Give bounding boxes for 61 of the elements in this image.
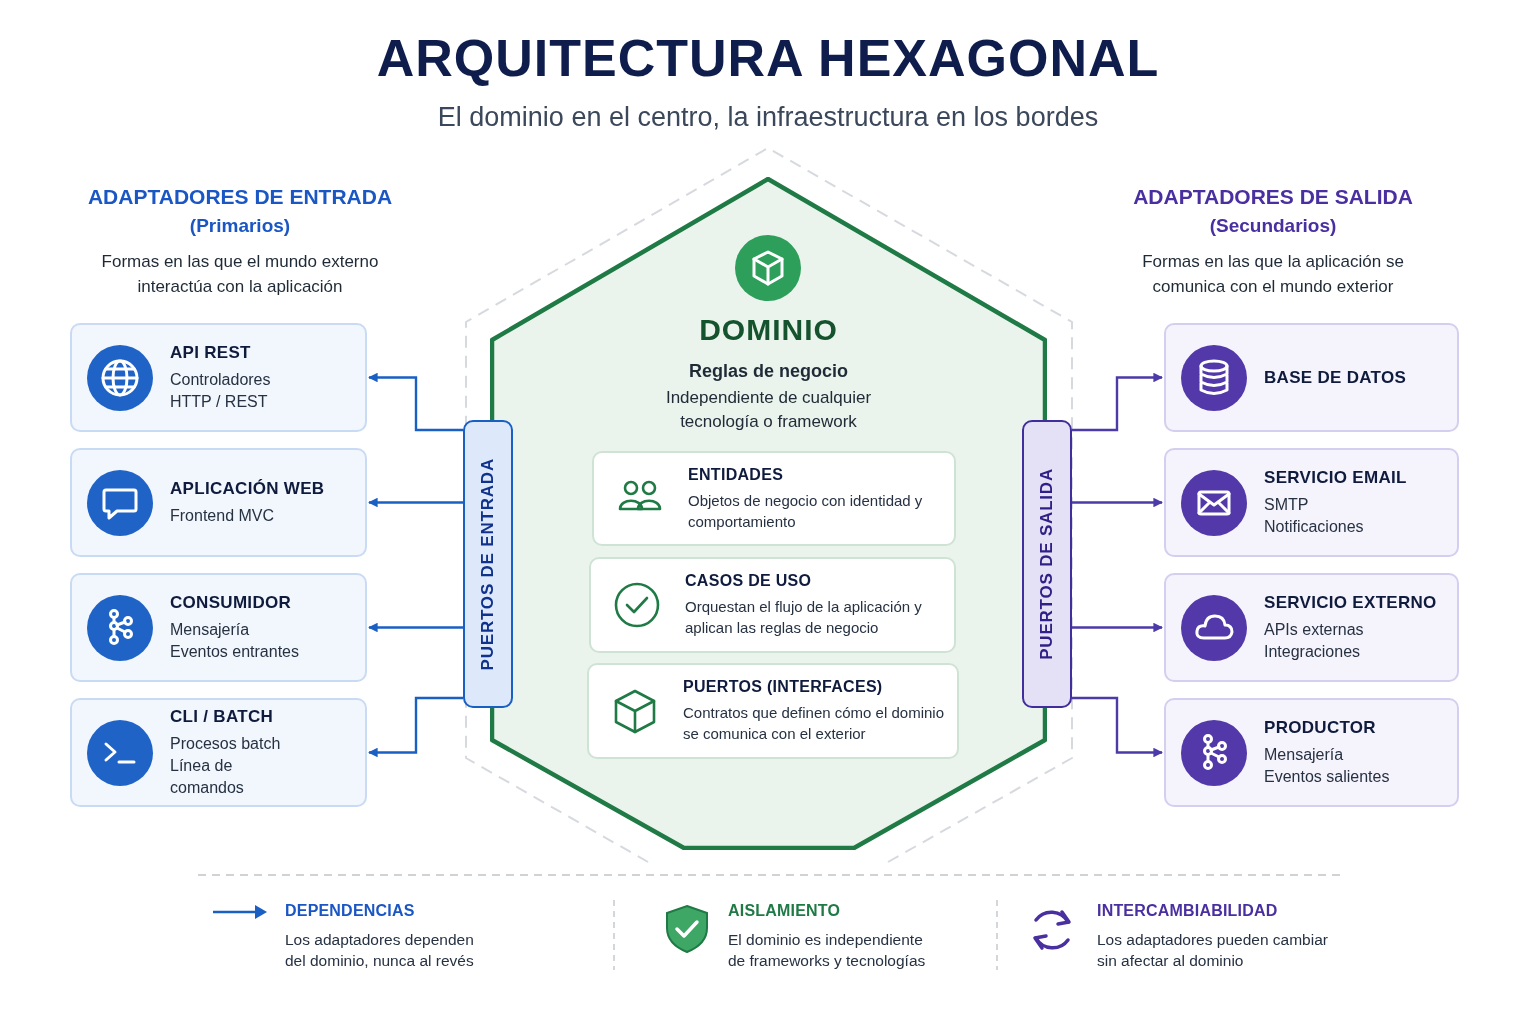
adapter-card — [1164, 698, 1459, 807]
card-title: SERVICIO EXTERNO — [1264, 592, 1438, 613]
card-title: CASOS DE USO — [685, 572, 813, 590]
card-title: PUERTOS (INTERFACES) — [683, 678, 884, 696]
adapter-card — [1164, 323, 1459, 432]
card-title: API REST — [170, 342, 252, 363]
card-title: APLICACIÓN WEB — [170, 478, 326, 499]
legend-label: AISLAMIENTO — [728, 902, 841, 920]
section-subheading: (Primarios) — [188, 215, 292, 237]
port-bar — [1022, 420, 1072, 708]
legend-description: Los adaptadores dependen del dominio, nunca al revés — [285, 930, 475, 971]
adapter-card — [1164, 573, 1459, 682]
card-title: PRODUCTOR — [1264, 717, 1377, 738]
adapter-card — [70, 573, 367, 682]
component-card — [587, 663, 959, 759]
section-heading: ADAPTADORES DE SALIDA — [1132, 185, 1414, 209]
legend-description: Los adaptadores pueden cambiar sin afectar al dominio — [1097, 930, 1329, 971]
node-description: Independiente de cualquier tecnología o framework — [664, 387, 873, 433]
adapter-card — [1164, 448, 1459, 557]
adapter-card — [70, 448, 367, 557]
card-description: Mensajería Eventos entrantes — [170, 619, 300, 662]
port-bar — [463, 420, 513, 708]
adapter-card — [70, 323, 367, 432]
card-title: SERVICIO EMAIL — [1264, 467, 1408, 488]
card-description: Contratos que definen cómo el dominio se comunica con el exterior — [683, 703, 945, 744]
section-heading: ADAPTADORES DE ENTRADA — [86, 185, 394, 209]
port-label: PUERTOS DE ENTRADA — [478, 457, 498, 671]
arrow — [1072, 622, 1163, 633]
arrow — [1072, 372, 1163, 432]
arrow — [1072, 696, 1163, 758]
card-description: Controladores HTTP / REST — [170, 369, 272, 412]
arrow — [1072, 497, 1163, 508]
adapter-card — [70, 698, 367, 807]
component-card — [589, 557, 956, 653]
legend-label: INTERCAMBIABILIDAD — [1097, 902, 1278, 920]
card-description: Frontend MVC — [170, 505, 276, 526]
card-description: Objetos de negocio con identidad y comportamiento — [688, 490, 924, 532]
port-label: PUERTOS DE SALIDA — [1037, 468, 1057, 660]
arrow — [368, 696, 463, 758]
card-title: BASE DE DATOS — [1264, 367, 1408, 388]
section-description: Formas en las que la aplicación se comunica con el mundo exterior — [1141, 251, 1405, 298]
arrow — [368, 497, 463, 508]
card-description: APIs externas Integraciones — [1264, 619, 1365, 662]
card-description: Procesos batch Línea de comandos — [170, 733, 282, 798]
arrow — [368, 622, 463, 633]
section-subheading: (Secundarios) — [1208, 215, 1338, 237]
arrow — [368, 372, 463, 432]
card-description: SMTP Notificaciones — [1264, 494, 1365, 537]
card-description: Mensajería Eventos salientes — [1264, 744, 1391, 787]
card-title: ENTIDADES — [688, 465, 785, 484]
card-description: Orquestan el flujo de la aplicación y aplican las reglas de negocio — [685, 597, 923, 638]
section-description: Formas en las que el mundo externo interactúa con la aplicación — [100, 251, 380, 298]
card-title: CLI / BATCH — [170, 706, 275, 727]
title: ARQUITECTURA HEXAGONAL — [375, 28, 1161, 88]
node-subtitle: Reglas de negocio — [688, 361, 848, 382]
node-title: DOMINIO — [699, 313, 838, 347]
card-title: CONSUMIDOR — [170, 592, 293, 613]
component-card — [592, 451, 956, 546]
legend-description: El dominio es independiente de frameworks y tecnologías — [728, 930, 927, 971]
legend-label: DEPENDENCIAS — [285, 902, 415, 920]
subtitle: El dominio en el centro, la infraestructura en los bordes — [436, 102, 1100, 133]
